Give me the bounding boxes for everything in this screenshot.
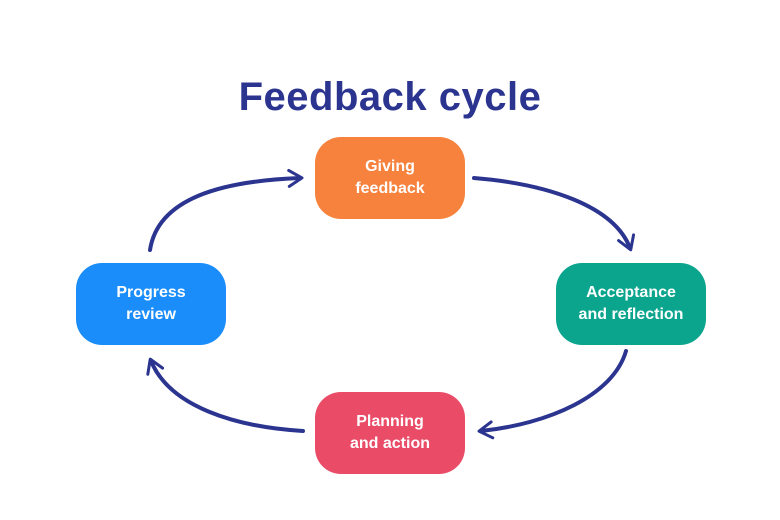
node-label-line: Planning (356, 413, 424, 431)
node-label-line: Acceptance (586, 284, 676, 302)
node-label-line: review (126, 306, 176, 323)
node-giving-feedback: Giving feedback (315, 137, 465, 219)
node-planning-and-action: Planning and action (315, 392, 465, 474)
arrow-progress-to-giving (148, 168, 304, 252)
node-label-line: and action (349, 435, 430, 452)
node-progress-review: Progress review (76, 263, 226, 345)
arrow-acceptance-to-planning (477, 349, 628, 440)
node-acceptance-and-reflection: Acceptance and reflection (556, 263, 706, 345)
node-label-line: Progress (116, 284, 186, 302)
node-label-line: Giving (365, 158, 415, 176)
arrow-giving-to-acceptance (472, 176, 636, 252)
node-label-line: feedback (355, 180, 425, 197)
arrow-planning-to-progress (146, 357, 305, 433)
page-title: Feedback cycle (238, 74, 542, 119)
node-label-line: and reflection (578, 306, 684, 323)
